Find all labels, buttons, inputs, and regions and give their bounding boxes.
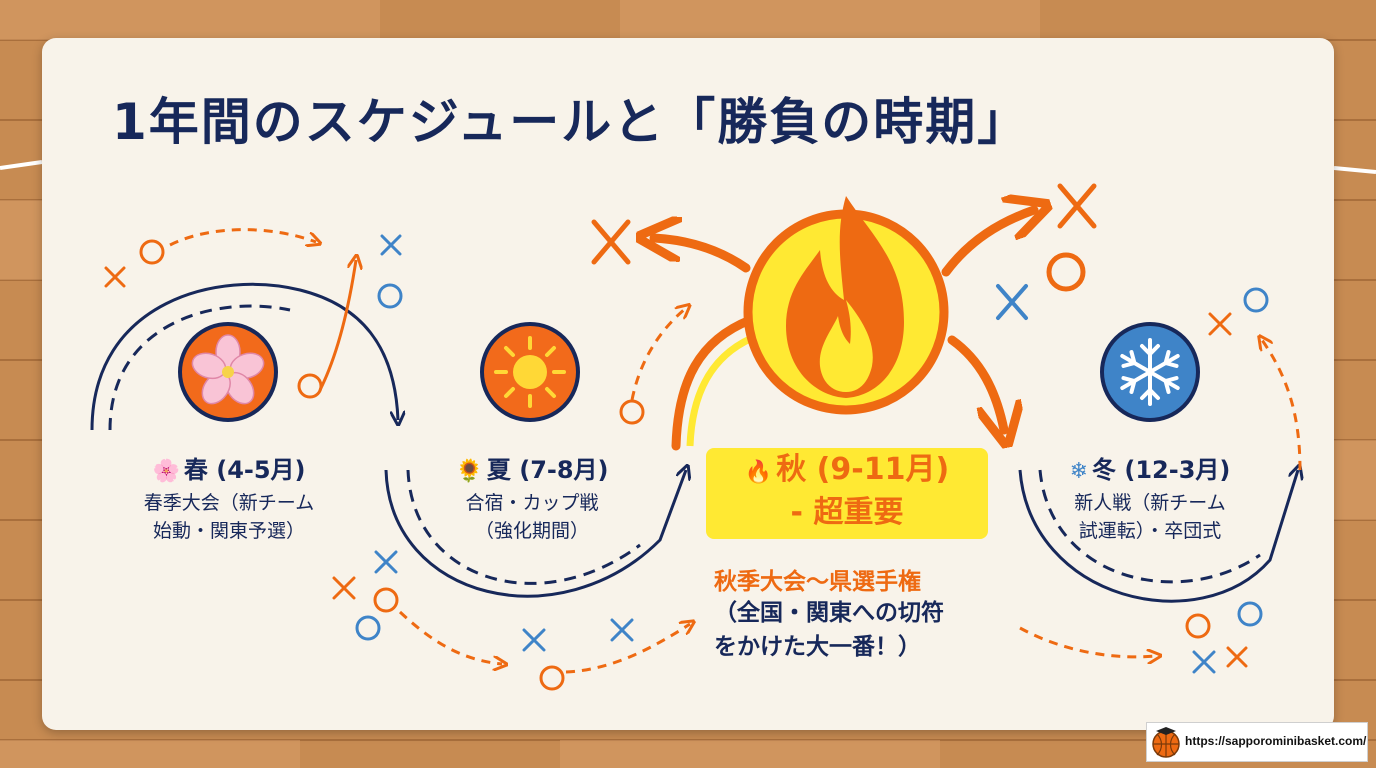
season-spring-desc-2: 始動・関東予選）: [152, 520, 305, 542]
season-winter-desc-2: 試運転）・卒団式: [1078, 520, 1222, 542]
page-title: 1年間のスケジュールと「勝負の時期」: [112, 93, 1030, 151]
site-url-link[interactable]: https://sapporominibasket.com/: [1185, 734, 1367, 748]
cherry-blossom-emoji: 🌸: [152, 459, 180, 484]
season-spring-heading: 🌸春 (4-5月): [104, 450, 354, 485]
season-autumn-desc-1: （全国・関東への切符: [714, 600, 944, 626]
season-spring-desc-1: 春季大会（新チーム: [143, 492, 315, 514]
season-autumn-desc: （全国・関東への切符 をかけた大一番！）: [714, 596, 1034, 664]
season-winter: ❄冬 (12-3月) 新人戦（新チーム 試運転）・卒団式: [1030, 450, 1270, 545]
snowflake-emoji: ❄: [1069, 459, 1089, 484]
season-autumn-label: 秋 (9-11月): [776, 452, 950, 487]
basketball-mascot-icon: [1152, 727, 1180, 758]
season-winter-heading: ❄冬 (12-3月): [1030, 450, 1270, 485]
fire-emoji: 🔥: [744, 460, 773, 485]
season-summer-desc-2: （強化期間）: [474, 520, 589, 542]
season-summer-heading: 🌻夏 (7-8月): [412, 450, 652, 485]
season-autumn-heading: 🔥秋 (9-11月) - 超重要: [706, 448, 988, 539]
season-summer-label: 夏 (7-8月): [486, 456, 609, 484]
season-summer-desc-1: 合宿・カップ戦: [465, 492, 599, 514]
season-winter-label: 冬 (12-3月): [1092, 456, 1231, 484]
season-autumn-importance: - 超重要: [790, 495, 904, 530]
season-spring: 🌸春 (4-5月) 春季大会（新チーム 始動・関東予選）: [104, 450, 354, 545]
season-winter-desc-1: 新人戦（新チーム: [1074, 492, 1226, 514]
season-spring-label: 春 (4-5月): [183, 456, 306, 484]
season-autumn-desc-2: をかけた大一番！）: [714, 634, 921, 660]
season-autumn-subtitle: 秋季大会〜県選手権: [714, 569, 921, 595]
season-summer: 🌻夏 (7-8月) 合宿・カップ戦 （強化期間）: [412, 450, 652, 545]
site-credit: https://sapporominibasket.com/: [1146, 722, 1368, 762]
sunflower-emoji: 🌻: [455, 459, 483, 484]
